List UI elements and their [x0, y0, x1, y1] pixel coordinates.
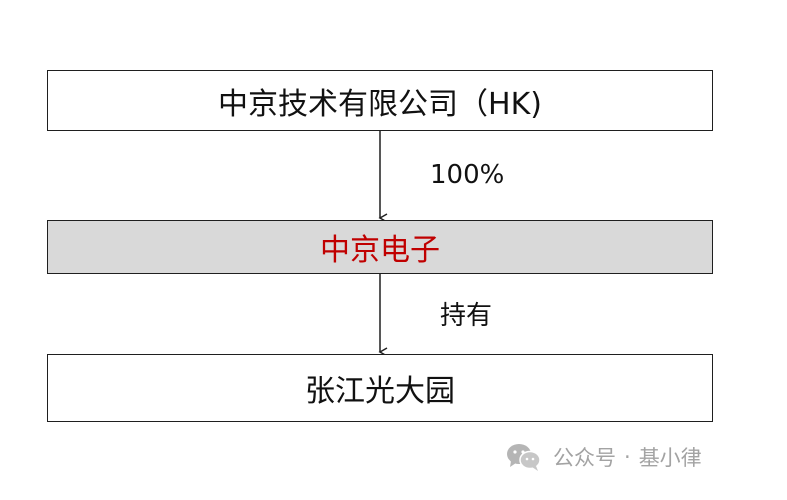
watermark: 公众号 · 基小律	[505, 442, 702, 472]
node-child-company-label: 张江光大园	[305, 374, 455, 409]
node-middle-company-label: 中京电子	[320, 233, 440, 268]
watermark-account: 基小律	[638, 446, 702, 470]
watermark-separator: ·	[624, 445, 631, 469]
node-parent-company-label: 中京技术有限公司（HK)	[218, 86, 542, 122]
node-child-company: 张江光大园	[47, 354, 713, 422]
watermark-prefix: 公众号	[553, 446, 616, 470]
edge-label-ownership-percent: 100%	[430, 160, 505, 190]
wechat-icon	[507, 444, 541, 471]
edge-label-holds: 持有	[440, 301, 493, 331]
node-middle-company: 中京电子	[47, 220, 713, 274]
node-parent-company: 中京技术有限公司（HK)	[47, 70, 713, 131]
